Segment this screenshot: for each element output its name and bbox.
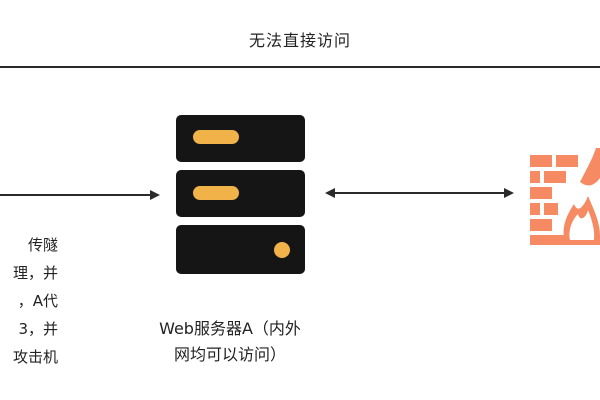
attacker-description-line: 传隧 xyxy=(27,236,58,254)
attacker-description-line: 理，并 xyxy=(12,264,58,282)
server-label: Web服务器A（内外 网均可以访问） xyxy=(140,316,320,368)
attacker-description-line: ，A代 xyxy=(17,292,58,310)
blocked-access-label: 无法直接访问 xyxy=(248,31,351,50)
attacker-description-line: 3，并 xyxy=(18,320,58,338)
server-label-line: 网均可以访问） xyxy=(173,345,286,364)
firewall-icon xyxy=(530,148,600,245)
server-label-line: Web服务器A（内外 xyxy=(159,319,301,338)
server-icon xyxy=(176,115,305,274)
attacker-description: 传隧 理，并 ，A代 3，并 攻击机 xyxy=(0,231,58,371)
blocked-access-line xyxy=(0,66,600,68)
attacker-description-line: 攻击机 xyxy=(12,348,58,366)
